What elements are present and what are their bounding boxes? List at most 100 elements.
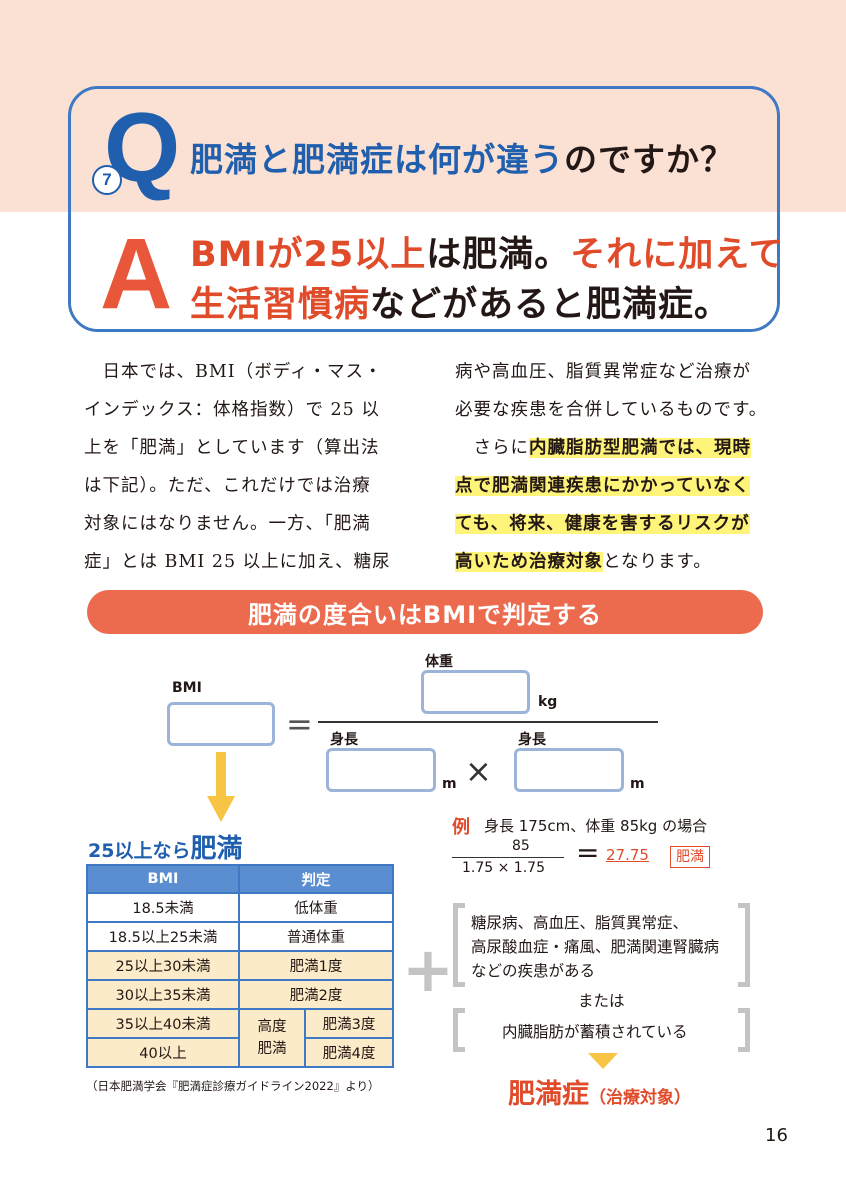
- question-number-badge: 7: [92, 165, 122, 195]
- example-text: 身長 175cm、体重 85kg の場合: [484, 817, 708, 835]
- table-row: 18.5以上25未満 普通体重: [86, 921, 394, 952]
- bmi-range: 30以上35未満: [86, 979, 240, 1010]
- example-result: 27.75: [606, 846, 649, 864]
- bracket-right-icon: [738, 903, 750, 987]
- bmi-range: 18.5未満: [86, 892, 240, 923]
- table-row: 30以上35未満 肥満2度: [86, 979, 394, 1010]
- header-judgement: 判定: [238, 864, 394, 894]
- answer-obesity-phrase: は肥満。: [426, 235, 571, 275]
- fraction-line: [318, 721, 658, 723]
- section-title: 肥満の度合いはBMIで判定する: [87, 590, 763, 634]
- answer-line-2: 生活習慣病などがあると肥満症。: [190, 276, 730, 327]
- body-text-left: 日本では、BMI（ボディ・マス・ インデックス：体格指数）で 25 以 上を「肥…: [84, 353, 404, 581]
- equals-sign: =: [286, 705, 313, 743]
- height-input-box-2: [514, 748, 624, 792]
- result-text: 肥満症（治療対象）: [508, 1072, 691, 1111]
- m-unit-2: m: [630, 776, 645, 792]
- header-bmi: BMI: [86, 864, 240, 894]
- kg-unit: kg: [538, 694, 558, 710]
- judgement: 普通体重: [238, 921, 394, 952]
- judgement: 肥満1度: [238, 950, 394, 981]
- weight-label: 体重: [425, 654, 453, 670]
- answer-lifestyle-phrase: 生活習慣病: [190, 285, 371, 325]
- body-line: ても、将来、健康を害するリスクが: [455, 505, 785, 543]
- obesity-label: 肥満: [257, 1041, 287, 1057]
- body-line: さらに内臓脂肪型肥満では、現時: [455, 429, 785, 467]
- bmi-input-box: [167, 702, 275, 746]
- highlighted-text: 内臓脂肪型肥満では、現時: [529, 438, 751, 458]
- header-background: [0, 0, 846, 212]
- example-denominator: 1.75 × 1.75: [462, 860, 545, 876]
- m-unit-1: m: [442, 776, 457, 792]
- bracket-left-icon: [453, 903, 465, 987]
- condition-line-2: 高尿酸血症・痛風、肥満関連腎臓病: [471, 938, 720, 956]
- answer-letter: A: [100, 218, 173, 330]
- result-main: 肥満症: [508, 1079, 589, 1110]
- body-line: 病や高血圧、脂質異常症など治療が: [455, 362, 751, 382]
- times-sign: ×: [465, 752, 492, 790]
- body-line: 必要な疾患を合併しているものです。: [455, 400, 768, 420]
- body-text: となります。: [603, 552, 712, 572]
- body-line: は下記）。ただ、これだけでは治療: [84, 476, 371, 496]
- bmi-judge-table: BMI 判定 18.5未満 低体重 18.5以上25未満 普通体重 25以上30…: [86, 864, 394, 1068]
- weight-input-box: [421, 670, 530, 714]
- condition-line-1: 糖尿病、高血圧、脂質異常症、: [471, 914, 689, 932]
- answer-line-1: BMIが25以上は肥満。それに加えて: [190, 226, 785, 277]
- bracket-right-icon: [738, 1008, 750, 1052]
- body-line: インデックス：体格指数）で 25 以: [84, 400, 380, 420]
- highlighted-text: ても、将来、健康を害するリスクが: [455, 514, 750, 534]
- body-line: 点で肥満関連疾患にかかっていなく: [455, 467, 785, 505]
- height-label-2: 身長: [518, 732, 546, 748]
- body-text-right: 病や高血圧、脂質異常症など治療が 必要な疾患を合併しているものです。 さらに内臓…: [455, 353, 785, 581]
- highlighted-text: 高いため治療対象: [455, 552, 603, 572]
- body-line: 症」とは BMI 25 以上に加え、糖尿: [84, 552, 391, 572]
- qa-box: [68, 86, 780, 332]
- arrow-down-icon: [207, 752, 235, 822]
- bmi-range: 25以上30未満: [86, 950, 240, 981]
- table-row: 35以上40未満 高度 肥満 肥満3度: [86, 1008, 394, 1068]
- highlighted-text: 点で肥満関連疾患にかかっていなく: [455, 476, 751, 496]
- table-row: 40以上 肥満4度: [86, 1037, 394, 1068]
- judge-title-obesity: 肥満: [190, 834, 243, 864]
- judgement: 肥満4度: [304, 1037, 394, 1068]
- severe-obesity-cell: 高度 肥満: [238, 1008, 306, 1068]
- bracket-left-icon: [453, 1008, 465, 1052]
- triangle-down-icon: [588, 1053, 618, 1069]
- judgement: 肥満2度: [238, 979, 394, 1010]
- bmi-range: 18.5以上25未満: [86, 921, 240, 952]
- height-label-1: 身長: [330, 732, 358, 748]
- judgement: 肥満3度: [304, 1008, 394, 1039]
- height-input-box-1: [326, 748, 436, 792]
- table-header-row: BMI 判定: [86, 864, 394, 894]
- answer-bmi-phrase: BMIが25以上: [190, 235, 427, 275]
- table-row: 18.5未満 低体重: [86, 892, 394, 923]
- question-text-rest: のですか？: [564, 140, 734, 179]
- table-source-note: （日本肥満学会『肥満症診療ガイドライン2022』より）: [86, 1079, 380, 1093]
- body-line: 上を「肥満」としています（算出法: [84, 438, 380, 458]
- condition-line-4: 内臓脂肪が蓄積されている: [502, 1023, 688, 1041]
- bmi-range: 40以上: [86, 1037, 240, 1068]
- or-text: または: [578, 992, 625, 1010]
- table-row: 25以上30未満 肥満1度: [86, 950, 394, 981]
- example-fraction-line: [452, 857, 564, 858]
- page-number: 16: [765, 1125, 788, 1146]
- answer-disease-phrase: などがあると肥満症。: [370, 285, 731, 325]
- example-equals: =: [576, 836, 600, 869]
- bmi-label: BMI: [172, 680, 202, 696]
- severe-label: 高度: [257, 1019, 287, 1035]
- body-line: 対象にはなりません。一方、「肥満: [84, 514, 371, 534]
- question-text-highlight: 肥満と肥満症は何が違う: [190, 140, 564, 179]
- qa-box-answer-area: [71, 212, 777, 329]
- example-numerator: 85: [512, 838, 530, 854]
- judge-title-prefix: 25以上なら: [88, 840, 191, 862]
- judge-title: 25以上なら肥満: [88, 828, 242, 865]
- question-text: 肥満と肥満症は何が違うのですか？: [190, 133, 734, 181]
- answer-addition-phrase: それに加えて: [570, 235, 785, 275]
- example-label: 例: [452, 817, 470, 838]
- condition-line-3: などの疾患がある: [471, 962, 596, 980]
- example-result-tag: 肥満: [670, 846, 710, 868]
- judgement: 低体重: [238, 892, 394, 923]
- plus-icon: +: [402, 933, 454, 1006]
- body-line: 高いため治療対象となります。: [455, 543, 785, 581]
- body-text: さらに: [455, 438, 529, 458]
